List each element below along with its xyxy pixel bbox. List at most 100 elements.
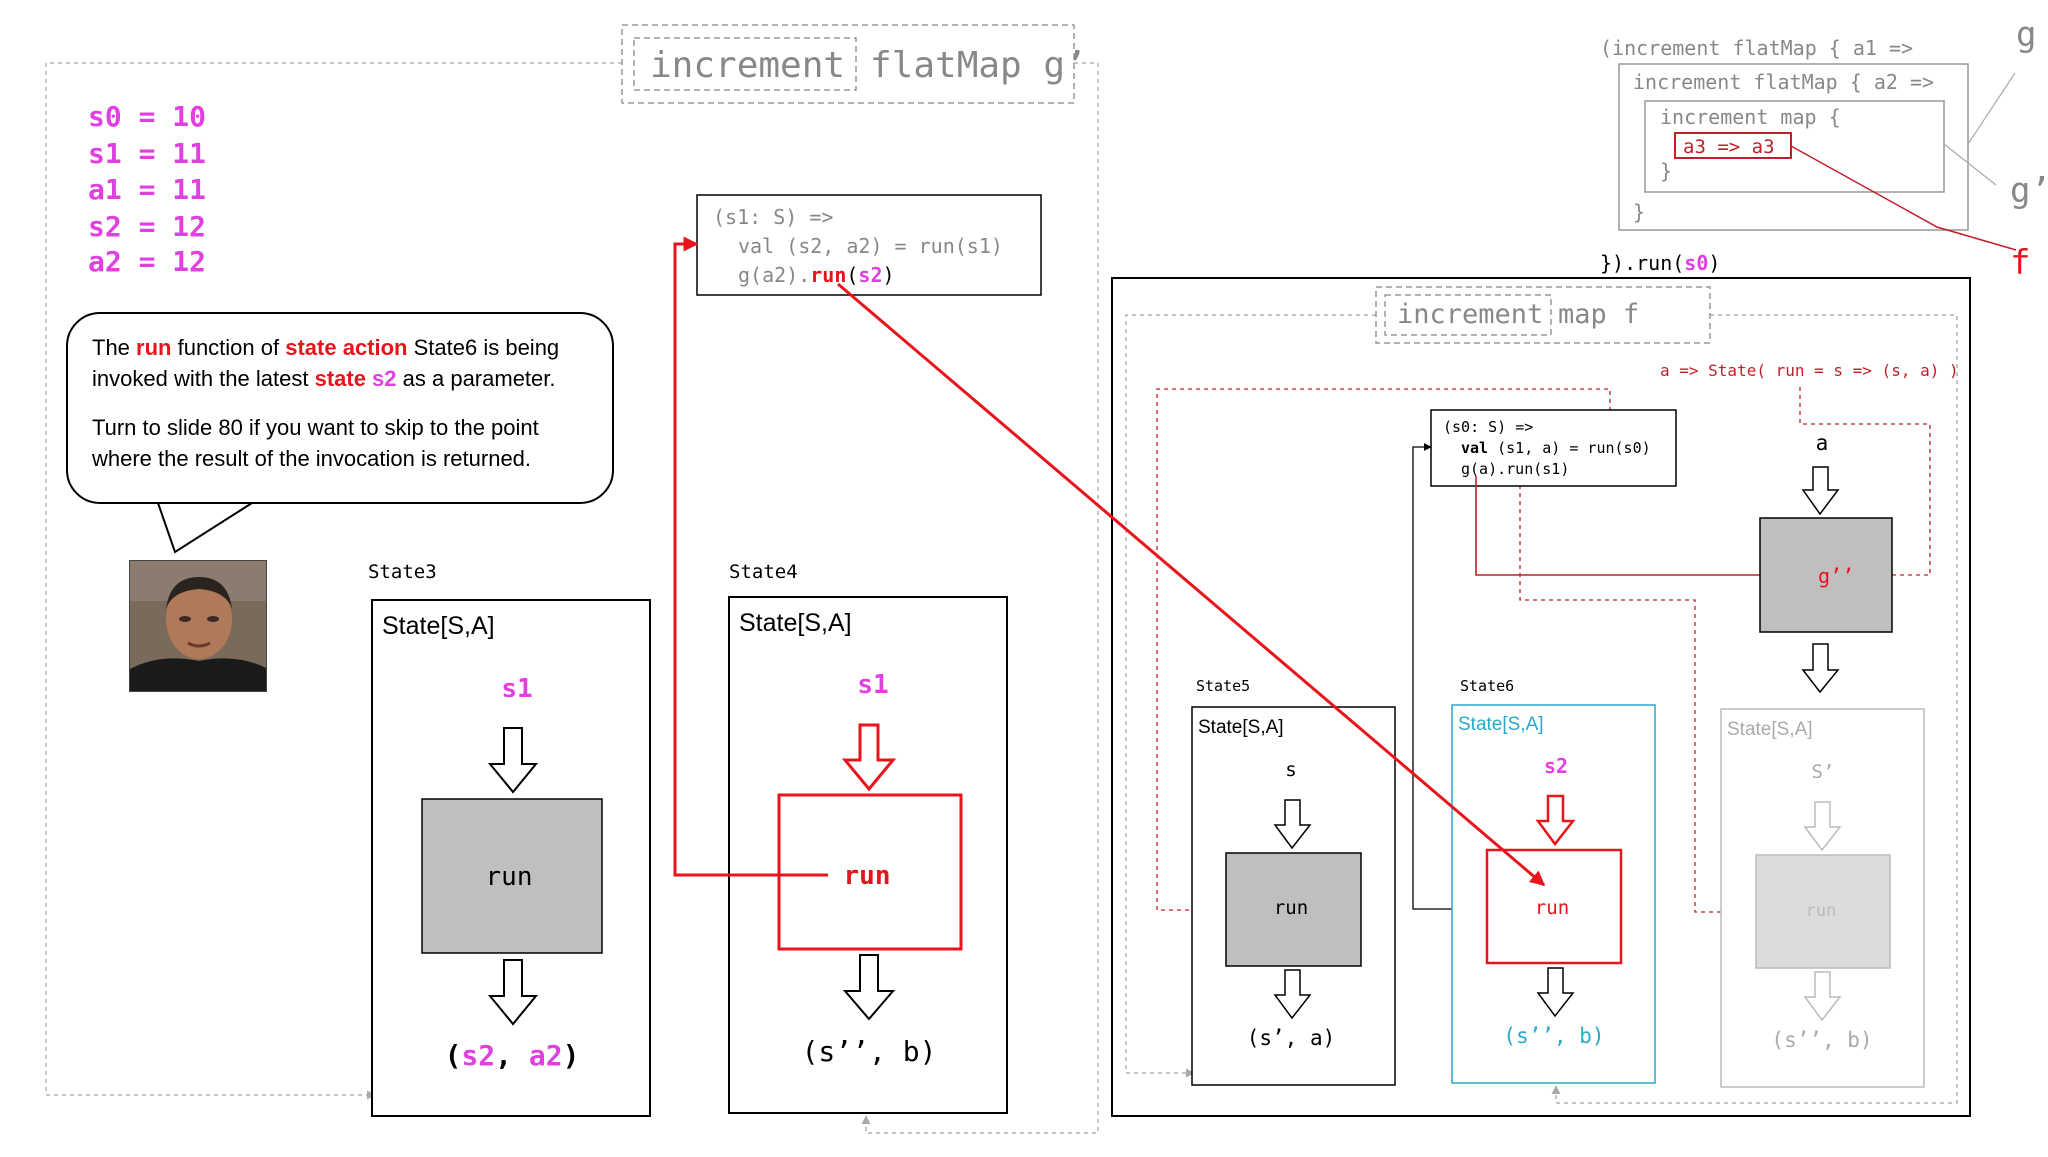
code-line-3: g(a2).run(s2) (738, 263, 895, 287)
trc-s0: s0 (1684, 251, 1708, 275)
state4-run-box (777, 793, 963, 951)
bubble-s2: s2 (365, 366, 397, 391)
state3-out-comma: , (495, 1039, 529, 1072)
flatmap-code-box: (s1: S) => val (s2, a2) = run(s1) g(a2).… (696, 194, 1042, 296)
state6-caption: State6 (1460, 677, 1514, 695)
state3: State3 State[S,A] s1 run (s2, a2) (368, 561, 651, 1117)
code-run: run (810, 263, 846, 287)
variable-list: s0 = 10 s1 = 11 a1 = 11 s2 = 12 a2 = 12 (88, 100, 206, 278)
state6-down-arrow-in (1535, 794, 1576, 847)
avatar (129, 560, 267, 692)
map-code-val: val (1461, 439, 1488, 457)
state6: State6 State[S,A] s2 run (s’’, b) (1451, 677, 1656, 1084)
map-f-frame-right (1551, 314, 1958, 1104)
g-pointer-line (1967, 72, 2016, 145)
map-f-label-map: map f (1558, 299, 1639, 330)
state3-out-s2: s2 (461, 1039, 495, 1072)
state7-run-box (1755, 854, 1891, 969)
f-pointer-line (1790, 145, 2017, 251)
state3-out-close: ) (563, 1039, 580, 1072)
top-right-code: (increment flatMap { a1 => increment fla… (1600, 15, 2048, 283)
trc-line-3: increment map { (1660, 105, 1841, 129)
map-f-label-increment: increment (1397, 299, 1543, 330)
variable-a1: a1 = 11 (88, 173, 206, 206)
dashed-to-state7-run (1519, 485, 1802, 916)
state3-run-box (421, 798, 603, 954)
bubble-text: The (92, 335, 137, 360)
state4-title: State[S,A] (739, 609, 852, 637)
state5-run-label: run (1274, 897, 1308, 919)
g-dprime-down-arrow (1801, 643, 1840, 694)
dashed-to-state5-run (1156, 388, 1611, 914)
state6-title: State[S,A] (1458, 714, 1544, 735)
state3-out-a2: a2 (529, 1039, 563, 1072)
trc-line-6: } (1633, 200, 1645, 224)
map-f-label-box (1375, 286, 1711, 344)
speech-bubble: The run function of state action State6 … (66, 312, 614, 504)
state3-out-open: ( (445, 1039, 462, 1072)
bubble-text: State6 is being invoked with the latest (92, 335, 560, 391)
map-code-line-1: (s0: S) => (1443, 418, 1533, 436)
g-prime-pointer-line (1943, 143, 1997, 186)
map-code-line-3: g(a).run(s1) (1461, 460, 1569, 478)
code-line-2: val (s2, a2) = run(s1) (738, 234, 1003, 258)
bubble-run: run (136, 335, 172, 360)
state4-down-arrow-in (841, 723, 897, 792)
label-f: f (2010, 243, 2030, 283)
top-label-flatmap: flatMap g’ (870, 45, 1087, 86)
state3-output: (s2, a2) (445, 1039, 580, 1072)
trc-run-suffix: ) (1708, 251, 1720, 275)
variable-a2: a2 = 12 (88, 245, 206, 278)
speech-bubble-tail (157, 502, 253, 554)
variable-s0: s0 = 10 (88, 100, 206, 133)
bubble-text: as a parameter. (396, 366, 556, 391)
code-paren-close: ) (883, 263, 895, 287)
state5-input: s (1285, 759, 1296, 781)
bubble-paragraph-1: The run function of state action State6 … (92, 332, 588, 394)
code-g-a2: g(a2). (738, 263, 810, 287)
run-to-code-arrow (673, 236, 828, 877)
state3-title: State[S,A] (382, 612, 495, 640)
trc-line-7: }).run(s0) (1600, 251, 1720, 275)
trc-run-prefix: }).run( (1600, 251, 1684, 275)
map-code-line-2: val (s1, a) = run(s0) (1461, 439, 1651, 457)
g-dprime-label: g’’ (1818, 564, 1854, 588)
state6-run-label: run (1535, 897, 1569, 919)
code-to-g-dprime-arrow (1475, 476, 1813, 580)
dashed-lambda-to-g (1799, 387, 1931, 576)
state7-run-label: run (1806, 901, 1837, 921)
trc-line-2: increment flatMap { a2 => (1633, 70, 1934, 94)
flatmap-g-prime-frame-right (861, 62, 1099, 1134)
state7-down-arrow-out (1803, 971, 1842, 1022)
flatmap-g-prime-frame (45, 62, 622, 1100)
map-code-box (1430, 409, 1677, 487)
bubble-paragraph-2: Turn to slide 80 if you want to skip to … (92, 415, 539, 471)
lambda-text: a => State( run = s => (s, a) ) (1660, 361, 1959, 380)
state5-run-box (1225, 852, 1362, 967)
state3-input: s1 (501, 674, 532, 704)
variable-s1: s1 = 11 (88, 137, 206, 170)
state6-input: s2 (1544, 754, 1568, 778)
state6-output: (s’’, b) (1503, 1024, 1604, 1048)
state3-down-arrow-in (487, 727, 539, 794)
variable-s2: s2 = 12 (88, 210, 206, 243)
state5-output: (s’, a) (1247, 1026, 1336, 1050)
state5-caption: State5 (1196, 677, 1250, 695)
code-s2: s2 (858, 263, 882, 287)
state6-run-box (1485, 848, 1623, 965)
right-panel: increment map f a => State( run = s => (… (1111, 277, 1971, 1117)
state4: State4 State[S,A] s1 run (s’’, b) (728, 561, 1008, 1114)
state4-down-arrow-out (842, 954, 896, 1021)
bubble-state: state (314, 366, 366, 391)
label-g: g (2016, 15, 2036, 55)
label-g-prime: g’ (2010, 171, 2048, 211)
map-f-frame (1125, 314, 1376, 1078)
state4-output: (s’’, b) (802, 1035, 937, 1068)
state5-down-arrow-in (1273, 799, 1312, 850)
trc-line-5: } (1660, 159, 1672, 183)
a-label: a (1816, 431, 1829, 455)
bubble-text: function of (171, 335, 286, 360)
state7-output: (s’’, b) (1771, 1028, 1872, 1052)
